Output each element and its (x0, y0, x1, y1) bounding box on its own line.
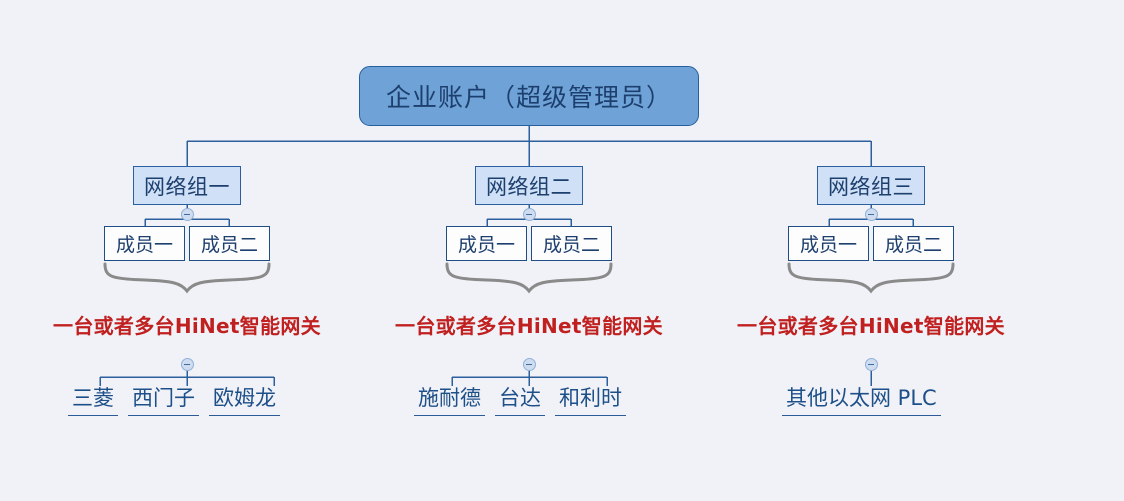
group-2-brace-icon (445, 262, 613, 294)
plc-row-2: 施耐德 台达 和利时 (414, 386, 626, 416)
member-node-1-1[interactable]: 成员一 (104, 226, 185, 261)
group-node-3[interactable]: 网络组三 (817, 166, 925, 205)
gateway-caption-2: 一台或者多台HiNet智能网关 (395, 314, 663, 338)
collapse-minus-icon-group-2[interactable] (522, 208, 536, 221)
collapse-minus-icon-group-3[interactable] (864, 208, 878, 221)
member-node-3-1[interactable]: 成员一 (788, 226, 869, 261)
collapse-minus-icon-plc-1[interactable] (180, 358, 194, 371)
collapse-minus-icon-plc-3[interactable] (864, 358, 878, 371)
plc-leaf-3-1[interactable]: 其他以太网 PLC (782, 382, 941, 416)
plc-row-1: 三菱 西门子 欧姆龙 (68, 386, 280, 416)
collapse-minus-icon-group-1[interactable] (180, 208, 194, 221)
gateway-caption-3: 一台或者多台HiNet智能网关 (737, 314, 1005, 338)
plc-leaf-1-3[interactable]: 欧姆龙 (209, 382, 280, 416)
member-node-1-2[interactable]: 成员二 (189, 226, 270, 261)
plc-leaf-2-1[interactable]: 施耐德 (414, 382, 485, 416)
collapse-minus-icon-plc-2[interactable] (522, 358, 536, 371)
plc-leaf-2-3[interactable]: 和利时 (555, 382, 626, 416)
member-node-2-2[interactable]: 成员二 (531, 226, 612, 261)
member-node-3-2[interactable]: 成员二 (873, 226, 954, 261)
plc-row-3: 其他以太网 PLC (782, 386, 941, 416)
plc-leaf-1-2[interactable]: 西门子 (128, 382, 199, 416)
plc-leaf-1-1[interactable]: 三菱 (68, 382, 118, 416)
group-1-brace-icon (103, 262, 271, 294)
group-node-2[interactable]: 网络组二 (475, 166, 583, 205)
gateway-caption-1: 一台或者多台HiNet智能网关 (53, 314, 321, 338)
member-node-2-1[interactable]: 成员一 (446, 226, 527, 261)
group-3-brace-icon (787, 262, 955, 294)
group-node-1[interactable]: 网络组一 (133, 166, 241, 205)
plc-leaf-2-2[interactable]: 台达 (495, 382, 545, 416)
root-node-enterprise-account[interactable]: 企业账户（超级管理员） (359, 66, 699, 126)
